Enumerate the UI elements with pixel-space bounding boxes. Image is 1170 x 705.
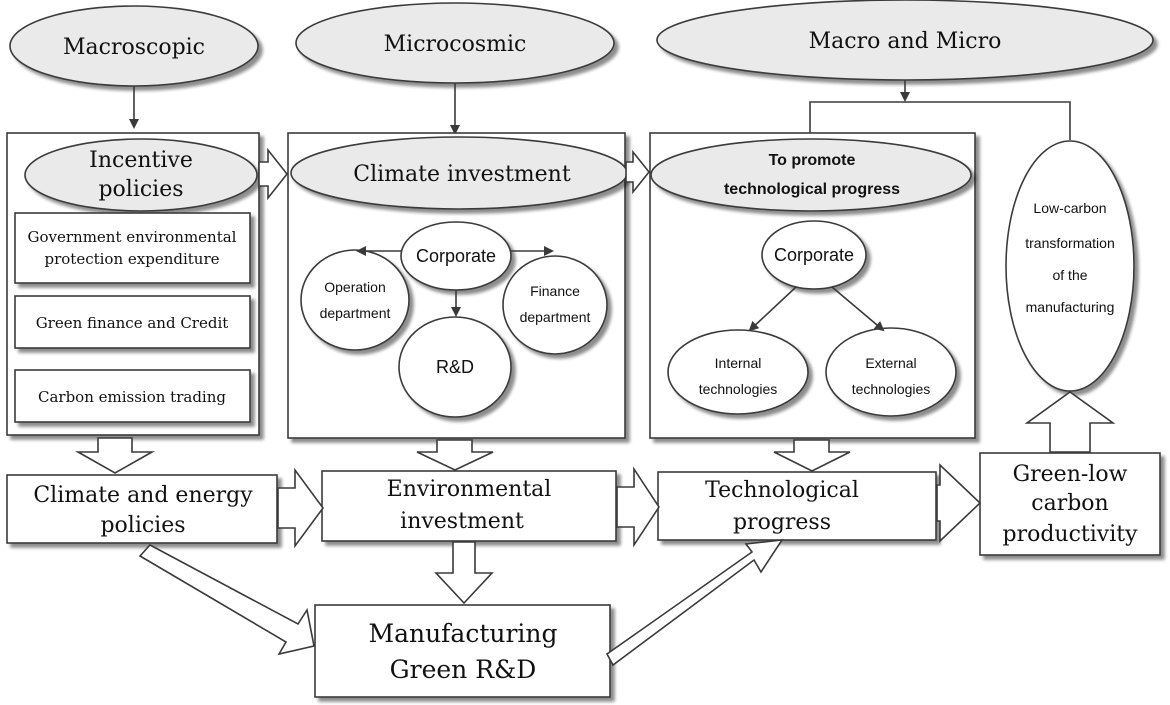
- microcosmic-label: Microcosmic: [384, 32, 527, 57]
- environmental-investment-label-line1: Environmental: [387, 477, 552, 502]
- gov-expenditure-box: [14, 212, 251, 284]
- climate-energy-label-line2: policies: [100, 513, 185, 538]
- block-arrow-up-to-low-carbon: [1024, 391, 1116, 453]
- internal-technologies-ellipse: [667, 329, 809, 415]
- arrow-corporate-to-external: [831, 286, 885, 332]
- low-carbon-label-line1: Low-carbon: [1033, 200, 1106, 216]
- climate-investment-label: Climate investment: [353, 162, 571, 187]
- block-arrow-climate-energy-to-env: [277, 467, 324, 549]
- low-carbon-transformation-ellipse: [1005, 140, 1135, 392]
- green-low-carbon-label-line3: productivity: [1002, 522, 1138, 547]
- green-finance-box: [14, 295, 251, 349]
- incentive-ellipse: [24, 138, 258, 212]
- technological-progress-label-line2: progress: [733, 510, 831, 535]
- operation-label-line1: Operation: [324, 279, 385, 295]
- finance-label-line1: Finance: [530, 283, 580, 299]
- macro-micro-label: Macro and Micro: [809, 29, 1002, 54]
- external-label-line2: technologies: [852, 381, 931, 397]
- external-technologies-ellipse: [825, 327, 957, 417]
- green-low-carbon-label-line1: Green-low: [1013, 462, 1128, 487]
- internal-label-line1: Internal: [715, 355, 762, 371]
- block-arrow-down-env-to-mfg: [434, 541, 494, 605]
- carbon-trading-label: Carbon emission trading: [38, 388, 226, 406]
- corporate-ellipse-right: [761, 220, 867, 290]
- corporate-label-right: Corporate: [774, 245, 854, 265]
- promote-label-line2: technological progress: [724, 181, 900, 198]
- internal-label-line2: technologies: [699, 381, 778, 397]
- operation-label-line2: department: [320, 305, 391, 321]
- operation-department-ellipse: [300, 249, 410, 351]
- environmental-investment-label-line2: investment: [400, 509, 524, 534]
- low-carbon-label-line3: of the: [1052, 267, 1087, 283]
- low-carbon-label-line4: manufacturing: [1026, 299, 1115, 315]
- incentive-label-line1: Incentive: [89, 148, 193, 173]
- block-arrow-env-to-tech: [616, 466, 660, 548]
- block-arrow-diag-mfg-to-tech: [605, 539, 784, 667]
- green-low-carbon-box: [979, 452, 1161, 556]
- incentive-label-line2: policies: [98, 177, 183, 202]
- block-arrow-diag-climate-to-mfg: [138, 544, 315, 656]
- connector-macro-micro-split: [809, 101, 1071, 140]
- external-label-line1: External: [865, 355, 916, 371]
- finance-department-ellipse: [502, 255, 608, 355]
- manufacturing-label-line2: Green R&D: [390, 655, 537, 684]
- promote-label-line1: To promote: [769, 152, 856, 169]
- carbon-trading-box: [14, 369, 251, 423]
- manufacturing-green-rd-box: [314, 604, 611, 698]
- climate-energy-box: [6, 474, 278, 544]
- technological-progress-label-line1: Technological: [705, 478, 859, 503]
- block-arrow-incentive-to-climate: [258, 147, 289, 201]
- rd-label: R&D: [436, 357, 474, 377]
- environmental-investment-box: [321, 470, 617, 542]
- climate-energy-label-line1: Climate and energy: [33, 483, 253, 508]
- block-arrow-tech-to-glc: [936, 463, 982, 543]
- low-carbon-label-line2: transformation: [1025, 235, 1114, 251]
- promote-ellipse: [650, 138, 972, 212]
- gov-expenditure-label-line1: Government environmental: [28, 228, 237, 246]
- gov-expenditure-label-line2: protection expenditure: [44, 250, 219, 268]
- green-low-carbon-label-line2: carbon: [1031, 491, 1108, 516]
- block-arrow-down-right: [773, 439, 851, 472]
- block-arrow-climate-to-tech: [625, 149, 651, 195]
- rd-ellipse: [398, 316, 512, 418]
- macroscopic-label: Macroscopic: [63, 35, 205, 60]
- block-arrow-down-mid: [416, 439, 494, 471]
- block-arrow-down-left: [74, 437, 156, 474]
- corporate-label-mid: Corporate: [416, 246, 496, 266]
- arrow-corporate-to-internal: [748, 286, 797, 332]
- green-finance-label: Green finance and Credit: [36, 314, 229, 332]
- finance-label-line2: department: [520, 309, 591, 325]
- technological-progress-box: [657, 471, 937, 541]
- manufacturing-label-line1: Manufacturing: [368, 619, 557, 648]
